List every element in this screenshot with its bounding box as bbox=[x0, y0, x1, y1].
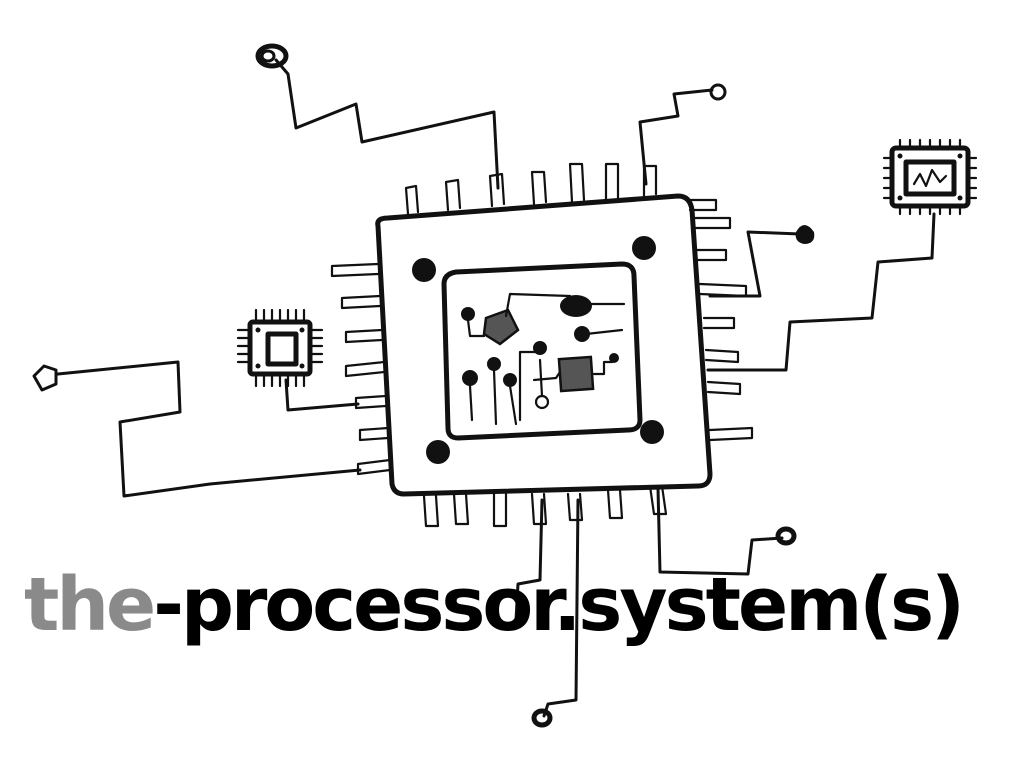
circle-terminal-icon bbox=[531, 708, 553, 728]
circle-terminal-icon bbox=[709, 83, 727, 101]
pentagon-terminal-icon bbox=[32, 364, 58, 392]
chip-pins-top bbox=[404, 162, 658, 216]
processor-chip-icon bbox=[330, 162, 754, 528]
die-components bbox=[461, 292, 626, 426]
circuit-trace-icon bbox=[56, 360, 362, 498]
chip-pins-left bbox=[330, 262, 392, 476]
circuit-trace-icon bbox=[514, 498, 544, 622]
circuit-trace-icon bbox=[284, 378, 360, 412]
site-title: the-processor.system(s) bbox=[24, 568, 965, 642]
chip-body bbox=[375, 193, 713, 497]
chip-mount-dot bbox=[412, 258, 436, 282]
title-prefix: the bbox=[24, 562, 156, 648]
chip-pins-bottom bbox=[422, 484, 668, 528]
circle-terminal-icon bbox=[775, 526, 797, 546]
chip-mount-dot bbox=[426, 440, 450, 464]
knot-terminal-icon bbox=[255, 43, 289, 69]
chip-mount-dot bbox=[632, 236, 656, 260]
circuit-trace-icon bbox=[274, 58, 500, 190]
trace-terminals bbox=[32, 43, 815, 728]
blob-terminal-icon bbox=[795, 225, 815, 244]
chip-die bbox=[441, 261, 643, 441]
title-main: -processor.system(s) bbox=[153, 562, 965, 648]
circuit-trace-icon bbox=[706, 212, 936, 372]
chip-mount-dot bbox=[640, 420, 664, 444]
circuit-trace-icon bbox=[656, 486, 784, 576]
chip-pins-right bbox=[686, 198, 754, 442]
circuit-trace-icon bbox=[638, 88, 714, 186]
small-chip-icon-right bbox=[882, 138, 978, 216]
small-chip-icon-left bbox=[236, 308, 324, 388]
circuit-trace-icon bbox=[708, 230, 802, 298]
